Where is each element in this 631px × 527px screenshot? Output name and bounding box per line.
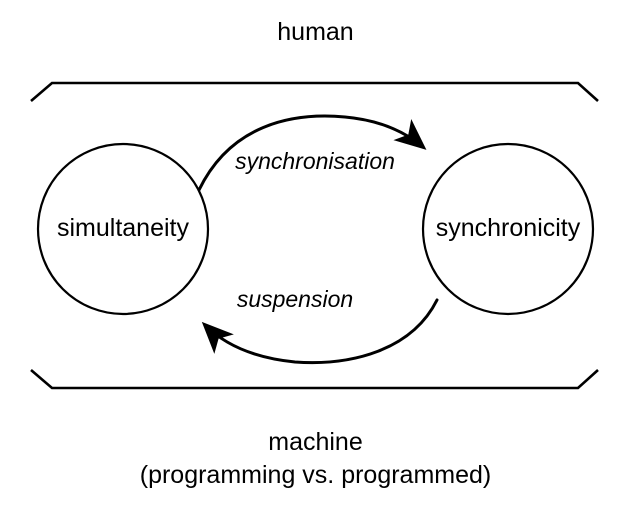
node-label-synchronicity: synchronicity (435, 214, 581, 242)
edge-arrow-suspension (201, 298, 439, 365)
node-circle-synchronicity (421, 142, 595, 316)
group-label-machine-sub: (programming vs. programmed) (139, 461, 492, 489)
node-circle-simultaneity (36, 142, 210, 316)
node-label-simultaneity: simultaneity (57, 214, 189, 242)
edge-arrow-synchronisation (197, 114, 427, 192)
edge-label-synchronisation: synchronisation (235, 148, 395, 174)
edge-label-suspension: suspension (236, 286, 354, 312)
group-label-machine: machine (268, 428, 363, 456)
group-label-human: human (277, 18, 354, 46)
top-bracket (30, 81, 599, 102)
bottom-bracket (30, 369, 599, 390)
